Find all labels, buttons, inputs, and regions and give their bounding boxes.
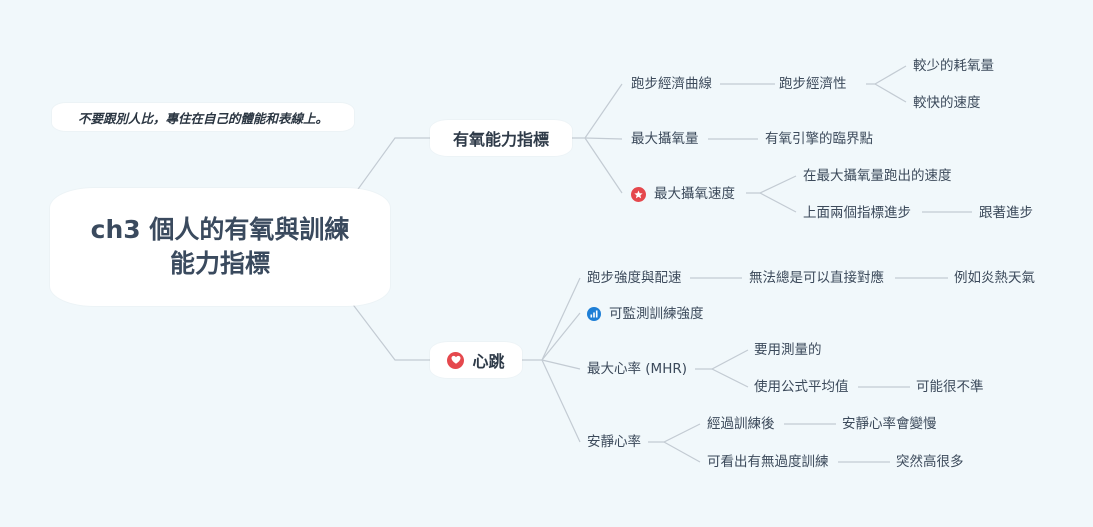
topic-monitor-intensity[interactable]: 可監測訓練強度 [587,305,704,323]
heart-icon [447,351,465,369]
floating-note[interactable]: 不要跟別人比，專住在自己的體能和表線上。 [52,103,354,131]
topic-vvo2max[interactable]: 最大攝氧速度 [631,185,735,203]
branch-heart-rate[interactable]: 心跳 [430,342,522,378]
topic-overtraining[interactable]: 可看出有無過度訓練 [707,454,829,470]
topic-much-higher[interactable]: 突然高很多 [896,454,964,470]
topic-running-economy-curve[interactable]: 跑步經濟曲線 [631,76,712,92]
topic-speed-at-vo2max[interactable]: 在最大攝氧量跑出的速度 [803,168,952,184]
bar-chart-icon [587,307,601,321]
star-badge-icon [631,186,646,202]
note-text: 不要跟別人比，專住在自己的體能和表線上。 [77,110,328,126]
topic-intensity-pace[interactable]: 跑步強度與配速 [587,270,682,286]
root-topic[interactable]: ch3 個人的有氧與訓練 能力指標 [50,188,390,306]
topic-hot-weather[interactable]: 例如炎熱天氣 [954,270,1035,286]
topic-vvo2max-label: 最大攝氧速度 [654,186,735,202]
topic-must-measure[interactable]: 要用測量的 [754,342,822,358]
root-title-line-1: ch3 個人的有氧與訓練 [90,215,350,244]
topic-resting-heart-rate[interactable]: 安靜心率 [587,434,641,450]
topic-faster-speed[interactable]: 較快的速度 [913,95,981,111]
topic-follow-improve[interactable]: 跟著進步 [979,205,1033,221]
topic-inaccurate[interactable]: 可能很不準 [916,379,984,395]
topic-not-direct[interactable]: 無法總是可以直接對應 [749,270,884,286]
branch-aerobic[interactable]: 有氧能力指標 [430,120,572,156]
branch-heart-rate-label: 心跳 [472,352,505,371]
topic-monitor-intensity-label: 可監測訓練強度 [609,306,704,322]
topic-max-heart-rate[interactable]: 最大心率 (MHR) [587,361,688,377]
topic-aerobic-threshold[interactable]: 有氧引擎的臨界點 [765,131,873,147]
root-title-line-2: 能力指標 [169,249,270,278]
topic-rhr-slows[interactable]: 安靜心率會變慢 [842,416,937,432]
topic-running-economy[interactable]: 跑步經濟性 [779,76,847,92]
topic-after-training[interactable]: 經過訓練後 [707,416,775,432]
topic-less-oxygen[interactable]: 較少的耗氧量 [913,58,994,74]
topic-both-improve[interactable]: 上面兩個指標進步 [803,205,911,221]
topic-vo2max[interactable]: 最大攝氧量 [631,131,699,147]
branch-aerobic-label: 有氧能力指標 [452,130,549,149]
topic-formula-average[interactable]: 使用公式平均值 [754,379,849,395]
